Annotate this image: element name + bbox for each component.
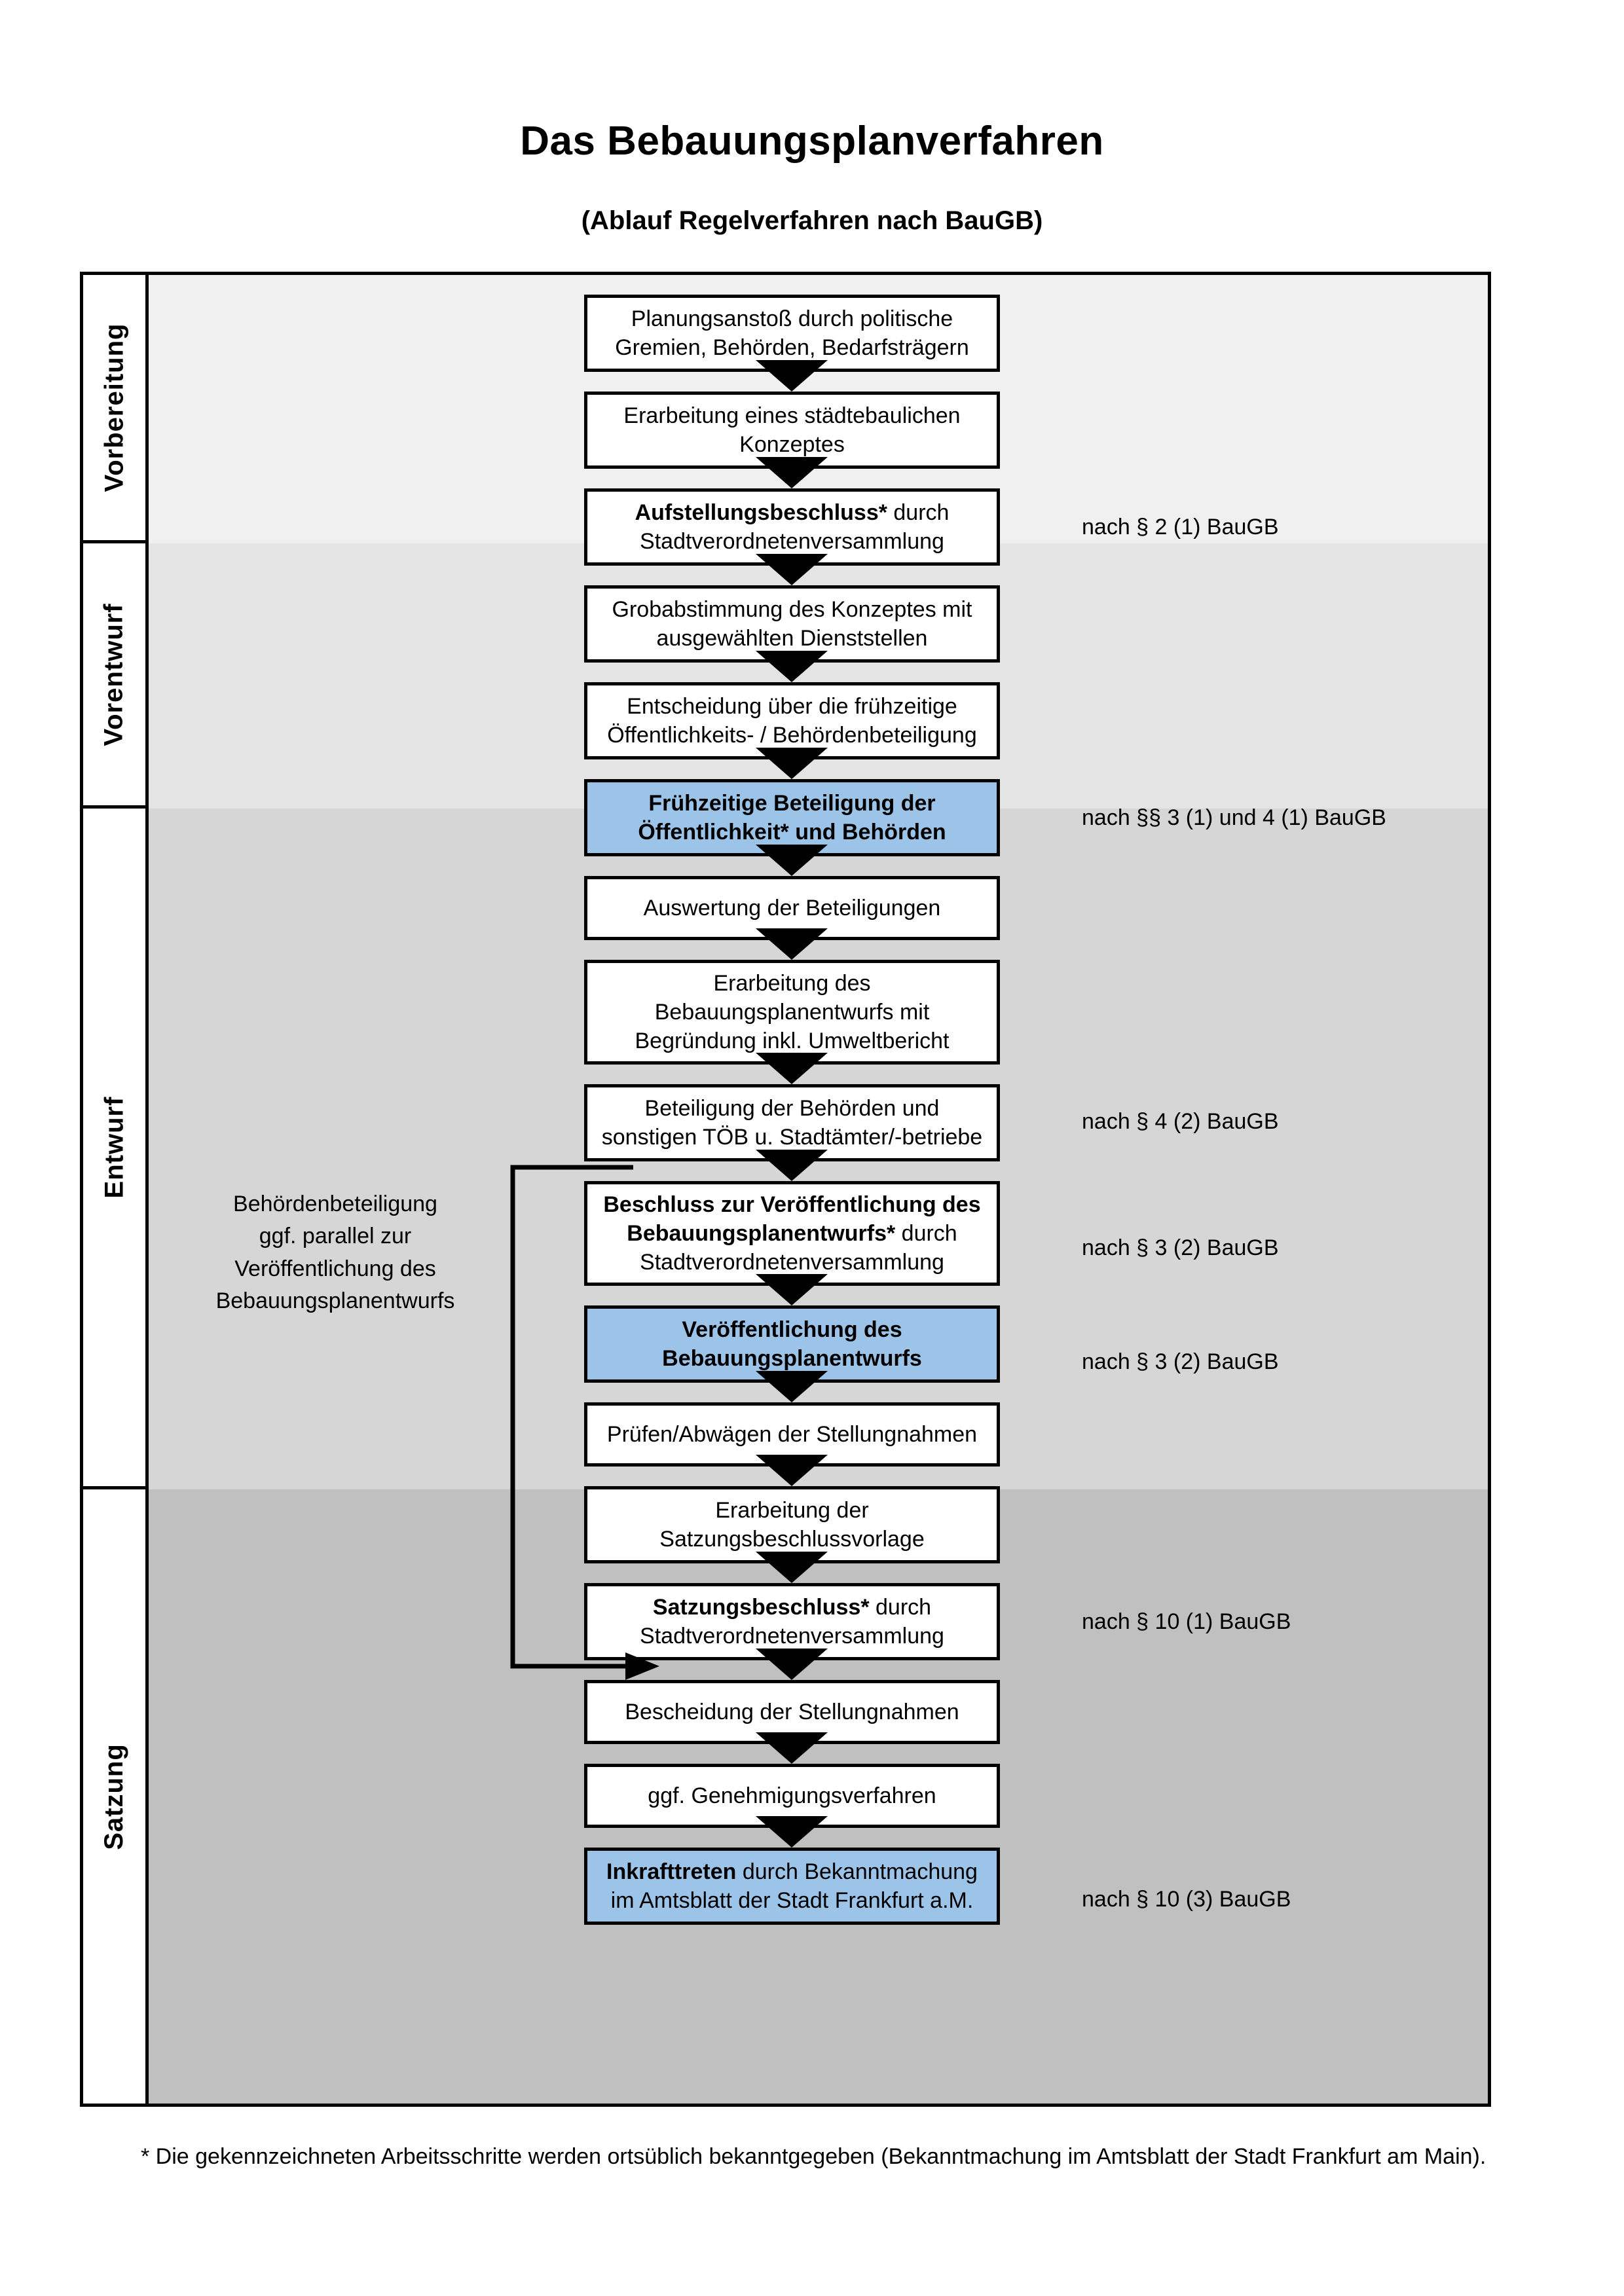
box-line: im Amtsblatt der Stadt Frankfurt a.M. (610, 1888, 974, 1913)
flow-arrow-down (756, 1649, 828, 1680)
box-line: Veröffentlichung des (682, 1317, 902, 1342)
box-line: Stadtverordnetenversammlung (640, 1624, 944, 1649)
flow-arrow-down (756, 1455, 828, 1486)
box-line: Bebauungsplanentwurfs (662, 1346, 922, 1371)
box-rest-text: durch Bekanntmachung (736, 1859, 978, 1884)
flow-arrow-down (756, 1552, 828, 1583)
box-line: Öffentlichkeits- / Behördenbeteiligung (607, 723, 977, 748)
legal-reference-paragraph-3-2-beschluss: nach § 3 (2) BauGB (1082, 1235, 1279, 1260)
flow-arrow-down (756, 748, 828, 779)
box-line: Inkrafttreten durch Bekanntmachung (606, 1857, 978, 1886)
box-line: Planungsanstoß durch politische (631, 306, 953, 331)
side-note-line: Veröffentlichung des (234, 1256, 436, 1281)
box-line: Begründung inkl. Umweltbericht (635, 1029, 950, 1054)
process-box-auswertung-beteiligungen[interactable]: Auswertung der Beteiligungen (584, 876, 1000, 940)
flow-arrow-down (756, 845, 828, 876)
process-box-grobabstimmung[interactable]: Grobabstimmung des Konzeptes mit ausgewä… (584, 585, 1000, 663)
box-bold-text: Satzungsbeschluss* (652, 1594, 870, 1620)
legal-reference-paragraph-3-2-veroeffentlichung: nach § 3 (2) BauGB (1082, 1349, 1279, 1374)
box-rest-text: durch (895, 1220, 957, 1246)
process-box-fruehzeitige-beteiligung[interactable]: Frühzeitige Beteiligung der Öffentlichke… (584, 779, 1000, 856)
flow-arrow-down (756, 1816, 828, 1848)
box-bold-text: Inkrafttreten (606, 1859, 737, 1884)
box-line: ausgewählten Dienststellen (656, 626, 928, 651)
phase-label-satzung: Satzung (83, 1489, 149, 2104)
box-line: Gremien, Behörden, Bedarfsträgern (615, 335, 969, 360)
side-note-line: Bebauungsplanentwurfs (215, 1288, 455, 1313)
phase-label-vorbereitung: Vorbereitung (83, 275, 149, 543)
box-line: Stadtverordnetenversammlung (640, 1250, 944, 1275)
footnote-text: * Die gekennzeichneten Arbeitsschritte w… (141, 2144, 1486, 2169)
box-line: Erarbeitung des (713, 970, 871, 996)
process-box-satzungsbeschluss[interactable]: Satzungsbeschluss* durch Stadtverordnete… (584, 1583, 1000, 1660)
box-bold-text: Aufstellungsbeschluss* (635, 500, 887, 525)
phase-label-text: Satzung (100, 1743, 129, 1850)
phase-label-vorentwurf: Vorentwurf (83, 543, 149, 809)
box-rest-text: durch (869, 1594, 932, 1620)
box-line: Öffentlichkeit* und Behörden (638, 820, 946, 845)
box-line: Frühzeitige Beteiligung der (648, 790, 936, 816)
page-title: Das Bebauungsplanverfahren (520, 118, 1104, 164)
process-box-planungsanstoss[interactable]: Planungsanstoß durch politische Gremien,… (584, 295, 1000, 372)
box-line: Bebauungsplanentwurfs mit (654, 999, 930, 1025)
box-line: Bescheidung der Stellungnahmen (625, 1699, 959, 1724)
flow-arrow-down (756, 554, 828, 585)
phase-label-entwurf: Entwurf (83, 809, 149, 1489)
flow-arrow-down (756, 1150, 828, 1181)
flowchart-frame: Vorbereitung Vorentwurf Entwurf Satzung … (80, 272, 1491, 2107)
box-line: Bebauungsplanentwurfs* durch (603, 1219, 980, 1248)
phase-label-text: Entwurf (100, 1096, 128, 1199)
box-line: Stadtverordnetenversammlung (640, 529, 944, 554)
legal-reference-paragraph-4-2: nach § 4 (2) BauGB (1082, 1109, 1279, 1134)
box-bold-text: Beschluss zur Veröffentlichung des (603, 1192, 981, 1217)
page-subtitle: (Ablauf Regelverfahren nach BauGB) (581, 206, 1043, 235)
process-box-beschluss-veroeffentlichung[interactable]: Beschluss zur Veröffentlichung des Bebau… (584, 1181, 1000, 1286)
box-line: Aufstellungsbeschluss* durch (635, 498, 950, 527)
box-line: sonstigen TÖB u. Stadtämter/-betriebe (601, 1125, 983, 1150)
flow-arrow-down (756, 1053, 828, 1084)
flow-arrow-down (756, 1732, 828, 1764)
flow-arrow-down (756, 360, 828, 392)
legal-reference-paragraph-10-1: nach § 10 (1) BauGB (1082, 1609, 1291, 1634)
process-box-erarbeitung-bebauungsplanentwurf[interactable]: Erarbeitung des Bebauungsplanentwurfs mi… (584, 960, 1000, 1065)
box-line: Satzungsbeschluss* durch (640, 1593, 944, 1622)
box-line: ggf. Genehmigungsverfahren (648, 1783, 936, 1808)
flow-arrow-down (756, 928, 828, 960)
phase-label-text: Vorbereitung (100, 323, 128, 492)
legal-reference-paragraph-2-1: nach § 2 (1) BauGB (1082, 515, 1279, 539)
process-box-inkrafttreten[interactable]: Inkrafttreten durch Bekanntmachung im Am… (584, 1848, 1000, 1925)
side-note-line: Behördenbeteiligung (233, 1192, 437, 1216)
flow-arrow-down (756, 1274, 828, 1305)
side-note-line: ggf. parallel zur (259, 1224, 412, 1249)
box-line: Beteiligung der Behörden und (644, 1095, 940, 1121)
box-line: Prüfen/Abwägen der Stellungnahmen (606, 1421, 978, 1447)
side-note-behoerdenbeteiligung: Behördenbeteiligung ggf. parallel zur Ve… (181, 1188, 489, 1317)
box-line: Beschluss zur Veröffentlichung des (603, 1190, 980, 1219)
box-bold-text: Bebauungsplanentwurfs* (627, 1220, 896, 1246)
box-line: Erarbeitung der (715, 1497, 869, 1523)
box-line: Entscheidung über die frühzeitige (627, 693, 957, 719)
flow-arrow-down (756, 457, 828, 488)
process-box-veroeffentlichung-entwurf[interactable]: Veröffentlichung des Bebauungsplanentwur… (584, 1305, 1000, 1383)
parallel-branch-connector (510, 1165, 659, 1680)
box-line: Satzungsbeschlussvorlage (659, 1527, 925, 1552)
box-line: Erarbeitung eines städtebaulichen (623, 403, 961, 428)
box-line: Auswertung der Beteiligungen (643, 895, 941, 920)
box-line: Grobabstimmung des Konzeptes mit (612, 596, 972, 622)
phase-label-text: Vorentwurf (100, 602, 128, 746)
box-rest-text: durch (887, 500, 950, 525)
flow-arrow-down (756, 1371, 828, 1402)
legal-reference-paragraph-10-3: nach § 10 (3) BauGB (1082, 1887, 1291, 1912)
legal-reference-paragraph-3-1-4-1: nach §§ 3 (1) und 4 (1) BauGB (1082, 805, 1386, 830)
flow-arrow-down (756, 651, 828, 682)
box-line: Konzeptes (739, 432, 845, 457)
